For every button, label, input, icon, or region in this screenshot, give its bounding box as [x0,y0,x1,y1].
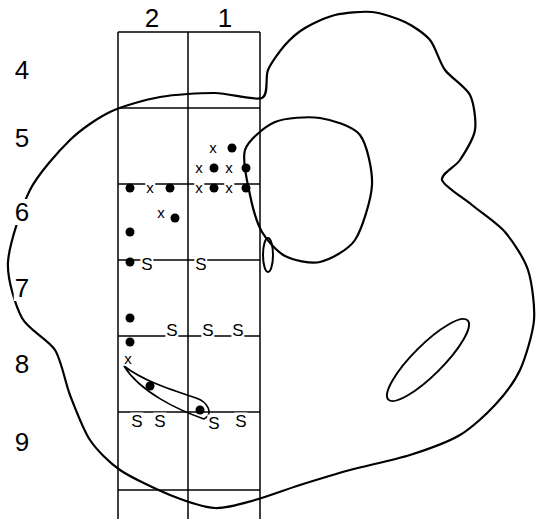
grid-line [118,107,260,109]
grid-coordinate: 5 [14,125,30,151]
dot-symbol [242,184,251,193]
dot-symbol [228,144,237,153]
s-marker: S [201,322,214,339]
small-oval [263,238,273,272]
x-marker: x [208,140,218,155]
x-marker: x [194,180,204,195]
grid-coordinate: 1 [217,5,233,31]
grid-coordinate: 6 [14,199,30,225]
grid-coordinate: 4 [14,57,30,83]
x-marker: x [194,160,204,175]
brainstem-outline [8,12,534,508]
dot-symbol [126,258,135,267]
diagonal-oval [378,310,478,410]
dot-symbol [210,184,219,193]
dot-symbol [146,382,155,391]
inner-outline [244,117,372,262]
s-marker: S [194,256,207,273]
grid-line [118,31,260,33]
s-marker: S [130,413,143,430]
dot-symbol [210,164,219,173]
grid-coordinate: 7 [14,275,30,301]
grid-line [117,32,119,519]
dot-symbol [126,314,135,323]
grid-line [187,32,189,519]
dot-symbol [126,228,135,237]
grid-line [118,259,260,261]
grid-line [118,489,260,491]
s-marker: S [207,415,220,432]
dot-symbol [171,214,180,223]
s-marker: S [231,322,244,339]
grid-coordinate: 2 [144,5,160,31]
tract-outline [124,366,209,419]
x-marker: x [156,205,166,220]
grid-line [118,183,260,185]
dot-symbol [126,184,135,193]
x-marker: x [224,160,234,175]
s-marker: S [140,256,153,273]
x-marker: x [145,180,155,195]
x-marker: x [224,180,234,195]
dot-symbol [126,338,135,347]
s-marker: S [153,413,166,430]
s-marker: S [165,322,178,339]
grid-coordinate: 9 [14,429,30,455]
dot-symbol [242,164,251,173]
grid-coordinate: 8 [14,351,30,377]
dot-symbol [196,406,205,415]
x-marker: x [123,351,133,366]
s-marker: S [234,413,247,430]
dot-symbol [166,184,175,193]
grid-line [259,32,261,519]
